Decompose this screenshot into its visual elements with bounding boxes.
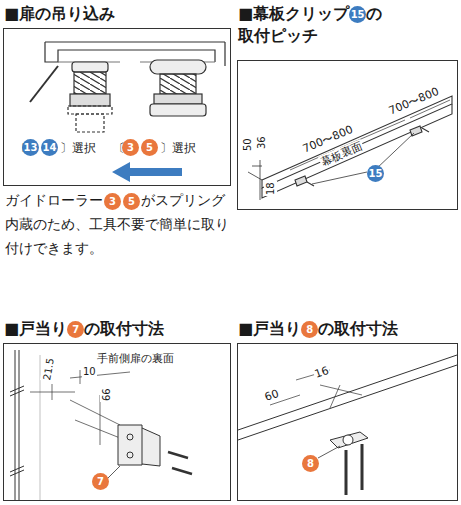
heading-text: の取付寸法 <box>318 319 398 338</box>
callout-number: 13 <box>22 139 39 156</box>
roller-drawing <box>30 42 225 132</box>
dimension-label: 66 <box>100 387 113 402</box>
valance-clip-drawing <box>248 96 452 200</box>
dimension-label: 手前側扉の裏面 <box>96 352 175 365</box>
dimension-label: 〕選択 <box>59 142 97 155</box>
heading-text: ■戸当り <box>4 319 67 338</box>
panel-heading: ■戸当り7の取付寸法 <box>4 318 224 340</box>
callout-number: 15 <box>367 165 384 182</box>
dimension-label: 18 <box>264 181 277 196</box>
dimension-label: 10 <box>82 365 97 378</box>
dimension-label: 36 <box>255 135 268 150</box>
dimension-label: 16 <box>312 364 331 382</box>
callout-number: 8 <box>302 455 319 472</box>
dimension-label: 50 <box>241 137 254 152</box>
callout-number: 5 <box>123 193 140 210</box>
direction-arrow <box>112 162 182 182</box>
callout-number: 3 <box>104 193 121 210</box>
callout-number: 7 <box>92 473 109 490</box>
dimension-label: 〕選択 <box>159 142 197 155</box>
panel-box: ■扉の吊り込み <box>3 28 231 186</box>
panel-heading: ■戸当り8の取付寸法 <box>238 318 458 340</box>
callout-number: 3 <box>122 139 139 156</box>
panel-box: ■戸当り7の取付寸法 <box>3 343 231 501</box>
panel-heading: ■扉の吊り込み <box>4 3 224 25</box>
dimension-label: 60 <box>262 387 281 405</box>
note-text: ガイドローラー <box>5 192 103 208</box>
callout-number: 7 <box>67 321 84 338</box>
callout-number: 14 <box>41 139 58 156</box>
callout-number: 5 <box>141 139 158 156</box>
note-text: ガイドローラー35がスプリング内蔵のため、工具不要で簡単に取り付けできます。 <box>5 188 231 260</box>
heading-text: ■幕板クリップ <box>238 4 349 23</box>
panel-heading: ■幕板クリップ15の 取付ピッチ <box>238 3 403 47</box>
door-stop-8-drawing <box>238 355 457 495</box>
callout-number: 15 <box>349 6 366 23</box>
callout-number: 8 <box>301 321 318 338</box>
dimension-label: 21.5 <box>40 356 57 382</box>
heading-text: ■戸当り <box>238 319 301 338</box>
heading-text: の取付寸法 <box>84 319 164 338</box>
heading-text: ■扉の吊り込み <box>4 4 115 23</box>
panel-box: ■戸当り8の取付寸法 <box>237 343 458 501</box>
door-stop-7-drawing <box>10 350 192 500</box>
